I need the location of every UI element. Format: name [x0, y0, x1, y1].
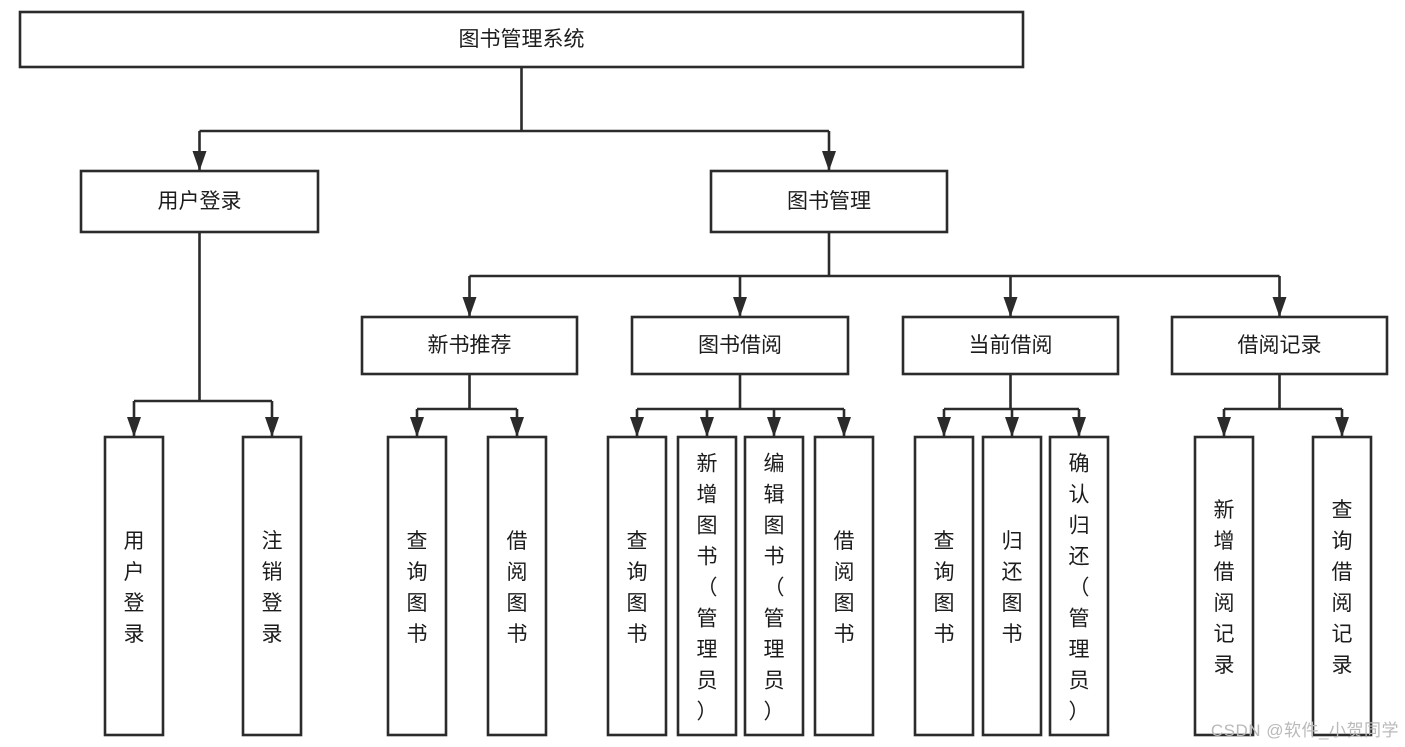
arrowhead — [192, 151, 207, 171]
arrowhead — [462, 297, 477, 317]
node-图书管理系统[interactable]: 图书管理系统 — [18, 10, 1025, 69]
node-查询借阅记录[interactable]: 查询借阅记录 — [1311, 435, 1373, 737]
edges-新书推荐-to-leaves — [410, 374, 524, 437]
node-box[interactable] — [709, 169, 949, 234]
node-借阅记录[interactable]: 借阅记录 — [1170, 315, 1389, 376]
node-box[interactable] — [241, 435, 303, 737]
node-label: 新增图书（管理员） — [697, 453, 718, 724]
arrowhead — [1335, 417, 1349, 437]
arrowhead — [1005, 417, 1019, 437]
node-box[interactable] — [606, 435, 668, 737]
nodes-layer: 图书管理系统用户登录图书管理新书推荐图书借阅当前借阅借阅记录用户登录注销登录查询… — [18, 10, 1389, 737]
node-box[interactable] — [79, 169, 320, 234]
arrowhead — [1003, 297, 1018, 317]
node-label: 用户登录 — [158, 190, 242, 213]
node-新书推荐[interactable]: 新书推荐 — [360, 315, 579, 376]
node-label: 新书推荐 — [428, 334, 512, 357]
node-box[interactable] — [18, 10, 1025, 69]
node-当前借阅[interactable]: 当前借阅 — [901, 315, 1120, 376]
arrowhead — [837, 417, 851, 437]
node-label: 查询图书 — [934, 530, 955, 646]
node-label: 查询图书 — [407, 530, 428, 646]
node-借阅图书[interactable]: 借阅图书 — [486, 435, 548, 737]
node-box[interactable] — [743, 435, 805, 737]
node-box[interactable] — [1311, 435, 1373, 737]
node-查询图书[interactable]: 查询图书 — [386, 435, 448, 737]
node-label: 借阅图书 — [507, 530, 528, 646]
node-注销登录[interactable]: 注销登录 — [241, 435, 303, 737]
arrowhead — [767, 417, 781, 437]
node-box[interactable] — [981, 435, 1043, 737]
node-box[interactable] — [103, 435, 165, 737]
node-label: 图书管理 — [787, 190, 871, 213]
node-新增图书管理员[interactable]: 新增图书（管理员） — [676, 435, 738, 737]
edges-root-to-level2 — [192, 67, 836, 171]
arrowhead — [410, 417, 424, 437]
node-查询图书[interactable]: 查询图书 — [913, 435, 975, 737]
node-box[interactable] — [486, 435, 548, 737]
node-box[interactable] — [386, 435, 448, 737]
node-label: 查询图书 — [627, 530, 648, 646]
watermark-text: CSDN @软件_小贺同学 — [1210, 721, 1399, 740]
arrowhead — [127, 417, 141, 437]
node-box[interactable] — [901, 315, 1120, 376]
node-借阅图书[interactable]: 借阅图书 — [813, 435, 875, 737]
arrowhead — [510, 417, 524, 437]
node-label: 当前借阅 — [969, 334, 1053, 357]
node-box[interactable] — [1048, 435, 1110, 737]
edges-借阅记录-to-leaves — [1217, 374, 1349, 437]
edges-图书借阅-to-leaves — [630, 374, 851, 437]
node-label: 借阅图书 — [834, 530, 855, 646]
node-用户登录[interactable]: 用户登录 — [79, 169, 320, 234]
node-label: 新增借阅记录 — [1214, 499, 1235, 677]
arrowhead — [937, 417, 951, 437]
node-box[interactable] — [913, 435, 975, 737]
node-归还图书[interactable]: 归还图书 — [981, 435, 1043, 737]
arrowhead — [733, 297, 747, 317]
arrowhead — [822, 151, 836, 171]
node-图书管理[interactable]: 图书管理 — [709, 169, 949, 234]
edges-layer — [127, 67, 1349, 437]
node-box[interactable] — [360, 315, 579, 376]
arrowhead — [1072, 417, 1086, 437]
node-确认归还管理员[interactable]: 确认归还（管理员） — [1048, 435, 1110, 737]
node-box[interactable] — [1193, 435, 1255, 737]
arrowhead — [1272, 297, 1287, 317]
node-box[interactable] — [630, 315, 850, 376]
node-box[interactable] — [813, 435, 875, 737]
edges-当前借阅-to-leaves — [937, 374, 1086, 437]
node-label: 用户登录 — [124, 530, 145, 646]
edges-bookmgmt-to-level3 — [462, 232, 1287, 317]
node-label: 编辑图书（管理员） — [764, 453, 785, 724]
node-label: 查询借阅记录 — [1332, 499, 1353, 677]
arrowhead — [700, 417, 714, 437]
node-新增借阅记录[interactable]: 新增借阅记录 — [1193, 435, 1255, 737]
node-label: 借阅记录 — [1238, 334, 1322, 357]
node-用户登录[interactable]: 用户登录 — [103, 435, 165, 737]
arrowhead — [1217, 417, 1231, 437]
edges-login-to-leaves — [127, 232, 279, 437]
node-label: 图书借阅 — [698, 334, 782, 357]
node-box[interactable] — [676, 435, 738, 737]
node-查询图书[interactable]: 查询图书 — [606, 435, 668, 737]
arrowhead — [265, 417, 279, 437]
node-label: 确认归还（管理员） — [1069, 453, 1090, 724]
arrowhead — [630, 417, 644, 437]
node-label: 注销登录 — [262, 530, 283, 646]
node-label: 图书管理系统 — [459, 28, 585, 51]
node-label: 归还图书 — [1002, 530, 1023, 646]
node-编辑图书管理员[interactable]: 编辑图书（管理员） — [743, 435, 805, 737]
node-box[interactable] — [1170, 315, 1389, 376]
node-图书借阅[interactable]: 图书借阅 — [630, 315, 850, 376]
